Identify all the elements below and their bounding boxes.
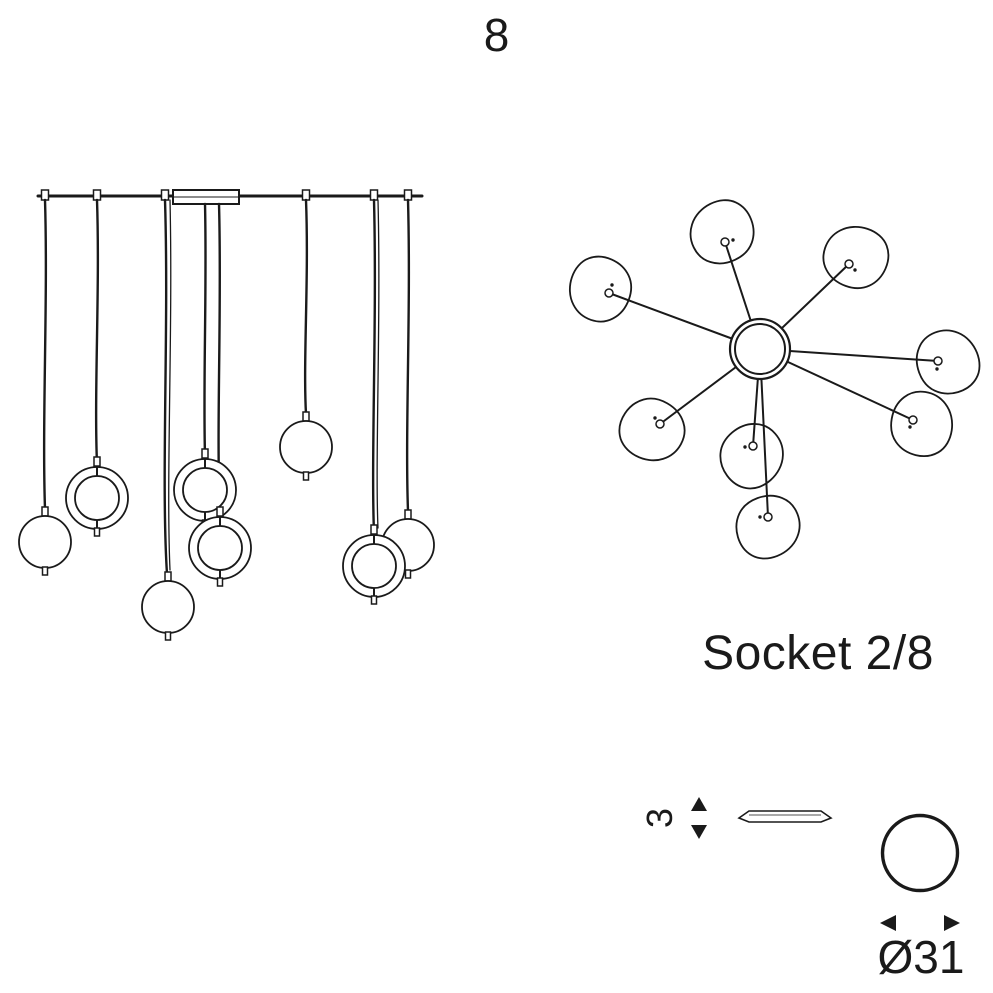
pendant-sphere — [279, 411, 333, 481]
socket-circles — [604, 237, 943, 522]
socket-label: Socket 2/8 — [702, 627, 934, 680]
canopy-side-profile — [737, 810, 833, 823]
diameter-dimension-arrows-icon — [880, 915, 960, 931]
page-title: 8 — [483, 9, 510, 61]
canopy-side — [172, 189, 240, 205]
shade-outlines — [569, 199, 981, 560]
pendant-sphere — [141, 571, 195, 641]
pendant-sphere-ringed — [173, 448, 237, 529]
pendant-sphere-ringed — [188, 506, 252, 587]
front-view-drawing — [18, 189, 435, 641]
pendant-sphere-ringed — [65, 456, 129, 537]
pendant-sphere — [18, 506, 72, 576]
thickness-value: 3 — [639, 807, 680, 829]
diameter-value: Ø31 — [877, 931, 965, 983]
pendant-cords — [42, 198, 411, 576]
pendant-sphere-ringed — [342, 524, 406, 605]
cord-fittings — [40, 189, 413, 201]
top-view-drawing — [569, 199, 981, 560]
canopy-hub — [728, 317, 792, 381]
canopy-top-circle — [880, 813, 960, 893]
vertical-dimension-arrows-icon — [691, 797, 707, 839]
